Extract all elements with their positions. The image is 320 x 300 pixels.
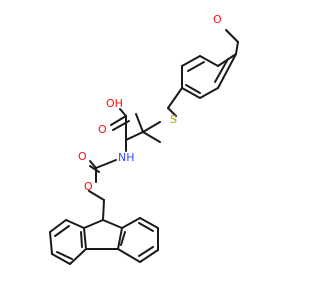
bond xyxy=(69,248,87,265)
bond xyxy=(88,190,105,201)
bond xyxy=(51,253,71,265)
molecule-diagram: O S OH O NH O O xyxy=(49,13,239,265)
bond xyxy=(49,219,67,233)
bond xyxy=(117,248,141,263)
bond xyxy=(83,227,87,250)
ester-oxygen-label: O xyxy=(84,180,93,193)
bond xyxy=(120,231,126,246)
bond xyxy=(112,120,130,131)
structure-canvas: O S OH O NH O O xyxy=(49,13,239,265)
bond xyxy=(121,217,141,229)
sulfur-label: S xyxy=(170,113,177,126)
bond xyxy=(139,217,159,229)
bond xyxy=(167,87,183,109)
bond xyxy=(167,107,177,117)
bond xyxy=(83,219,104,229)
methoxy-oxygen-label: O xyxy=(213,13,222,26)
bond xyxy=(187,61,205,72)
bond xyxy=(54,225,70,237)
bond xyxy=(95,159,117,169)
carboxyl-oxygen-label: O xyxy=(98,123,107,136)
bond xyxy=(80,231,83,248)
bond xyxy=(217,53,237,89)
amine-label: NH xyxy=(118,151,135,164)
bond xyxy=(214,58,229,83)
bond xyxy=(65,219,85,229)
bond xyxy=(235,41,239,55)
bond xyxy=(110,115,127,126)
bond xyxy=(181,55,201,67)
bond xyxy=(102,219,123,229)
bond xyxy=(138,222,154,232)
bond xyxy=(49,231,53,255)
bond-lines xyxy=(49,29,239,265)
bond xyxy=(135,113,144,133)
bond xyxy=(139,249,159,263)
bond xyxy=(102,199,105,221)
bond xyxy=(199,55,219,67)
bond xyxy=(181,87,201,99)
bond xyxy=(185,84,201,94)
bond xyxy=(117,227,123,250)
atom-labels: O S OH O NH O O xyxy=(78,13,222,193)
bond xyxy=(89,160,97,169)
bond xyxy=(199,87,219,99)
hydroxyl-label: OH xyxy=(106,97,123,110)
bond xyxy=(89,165,100,173)
bond xyxy=(125,131,144,141)
bond xyxy=(138,246,154,257)
bond xyxy=(56,251,73,260)
bond xyxy=(119,108,127,117)
carbamate-carbonyl-oxygen-label: O xyxy=(78,150,87,163)
bond xyxy=(225,29,239,43)
bond xyxy=(142,131,161,143)
bond xyxy=(142,121,161,133)
